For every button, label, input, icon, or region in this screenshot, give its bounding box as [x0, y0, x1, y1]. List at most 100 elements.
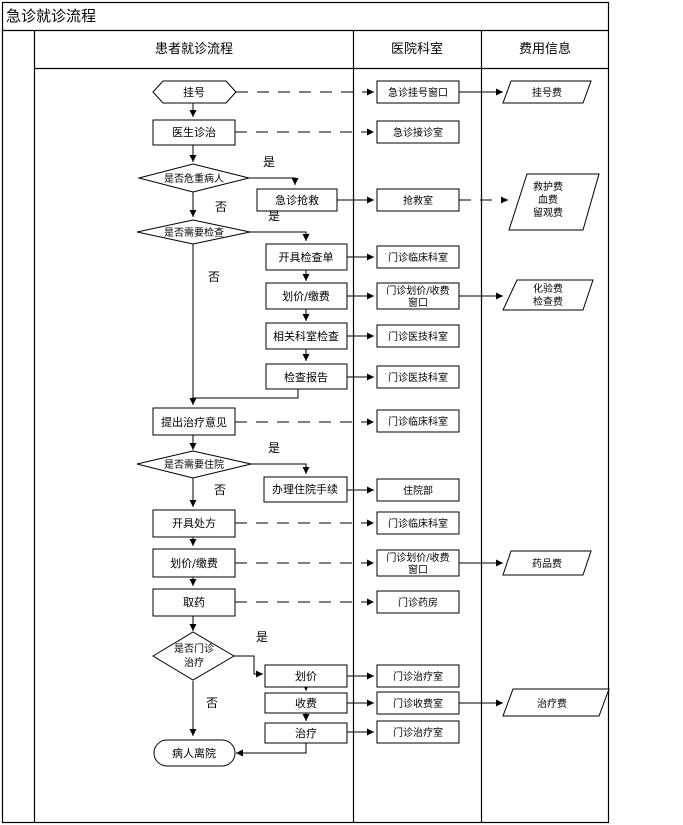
pickup-label: 取药: [183, 596, 205, 609]
dept-cashier1-line2: 窗口: [408, 296, 428, 309]
pricing2-node: [152, 548, 236, 578]
dept-treat-room2-label: 门诊治疗室: [393, 726, 443, 739]
dept-cashier2-line2: 窗口: [408, 563, 428, 576]
exam-order-label: 开具检查单: [279, 250, 334, 264]
dept-charge-room: [376, 691, 460, 715]
rescue-label: 急诊抢救: [275, 193, 319, 207]
fee-drug: [502, 550, 592, 576]
arrow-outpatient-yes: [234, 655, 263, 678]
dept-cashier1: [376, 282, 460, 310]
department-nodes: 急诊挂号窗口 急诊接诊室 抢救室 门诊临床科室 门诊划价/收费 窗口 门诊医技科…: [376, 80, 460, 744]
leave-node: [153, 739, 236, 767]
admission-node: [263, 476, 348, 503]
dept-clinic2: [376, 409, 460, 433]
dept-medtech2-label: 门诊医技科室: [388, 371, 448, 384]
yes-label-hosp: 是: [268, 441, 280, 455]
advice-node: [152, 407, 236, 436]
dept-clinic2-label: 门诊临床科室: [388, 415, 448, 428]
arrow-hosp-yes: [251, 463, 310, 474]
dept-exam-node: [265, 322, 348, 350]
decision-exam-label: 是否需要检查: [164, 226, 224, 239]
charge-node: [264, 692, 348, 714]
charge-label: 收费: [295, 696, 317, 710]
doctor-node: [152, 119, 236, 146]
pricing1-label: 划价/缴费: [282, 289, 330, 303]
decision-critical-label: 是否危重病人: [164, 172, 224, 185]
decision-outpatient-line2: 治疗: [184, 656, 204, 669]
dept-reg-window-label: 急诊挂号窗口: [388, 86, 448, 99]
rescue-node: [256, 188, 338, 212]
treat-node: [264, 722, 348, 744]
fee-rescue: [508, 173, 600, 231]
treat-label: 治疗: [295, 726, 317, 740]
pricing2-label: 划价/缴费: [170, 556, 218, 570]
fee-lab-line1: 化验费: [533, 282, 563, 295]
dept-inpatient-label: 住院部: [403, 484, 433, 497]
no-label-exam: 否: [208, 270, 220, 284]
no-label-hosp: 否: [214, 483, 226, 497]
price3-node: [264, 664, 348, 688]
prescription-label: 开具处方: [172, 516, 216, 530]
outer-frame: [1, 1, 610, 824]
decision-exam: [136, 219, 251, 245]
branch-labels: 是 否 是 否 是 否 是 否: [206, 155, 280, 710]
decision-outpatient-line1: 是否门诊: [174, 642, 214, 655]
dept-cashier1-line1: 门诊划价/收费: [386, 284, 449, 297]
fee-rescue-line3: 留观费: [533, 206, 563, 219]
header-patient-process: 患者就诊流程: [155, 42, 233, 57]
report-label: 检查报告: [284, 370, 328, 384]
exam-order-node: [265, 243, 348, 271]
dept-reg-window: [376, 80, 460, 104]
doctor-label: 医生诊治: [172, 125, 216, 139]
dept-cashier2-line1: 门诊划价/收费: [386, 551, 449, 564]
advice-label: 提出治疗意见: [161, 415, 227, 429]
fee-rescue-line1: 救护费: [533, 180, 563, 193]
decision-hosp-label: 是否需要住院: [164, 458, 224, 471]
report-node: [265, 363, 348, 390]
dept-clinic3-label: 门诊临床科室: [388, 517, 448, 530]
no-label-outpatient: 否: [206, 696, 218, 710]
dept-pharmacy-label: 门诊药房: [398, 596, 438, 609]
dept-exam-label: 相关科室检查: [273, 329, 339, 343]
yes-label-outpatient: 是: [256, 630, 268, 644]
fee-drug-label: 药品费: [532, 557, 562, 570]
decision-hosp: [136, 450, 252, 479]
fee-nodes: 挂号费 救护费 血费 留观费 化验费 检查费 药品费 治疗费: [502, 80, 610, 717]
fee-treat: [502, 688, 610, 717]
dept-reception: [376, 120, 460, 144]
fee-register-label: 挂号费: [532, 86, 562, 99]
arrow-exam-yes: [250, 231, 310, 241]
header-fee-info: 费用信息: [519, 41, 571, 57]
dept-medtech2: [376, 365, 460, 389]
dept-rescue-room: [376, 188, 460, 212]
admission-label: 办理住院手续: [272, 482, 338, 496]
pickup-node: [152, 588, 236, 617]
price3-label: 划价: [295, 670, 317, 683]
dept-clinic3: [376, 511, 460, 535]
dept-medtech1: [376, 324, 460, 348]
arrow-treat-leave: [236, 743, 307, 757]
yes-label-exam: 是: [268, 209, 280, 223]
dept-cashier2: [376, 549, 460, 577]
fee-rescue-line2: 血费: [538, 193, 558, 206]
fee-lab-line2: 检查费: [533, 295, 563, 308]
dept-pharmacy: [376, 590, 460, 614]
dept-clinic1-label: 门诊临床科室: [388, 251, 448, 264]
yes-label-critical: 是: [263, 155, 275, 169]
connectors: [189, 88, 508, 757]
process-nodes: 挂号 医生诊治 是否危重病人 急诊抢救 是否需要检查 开具检查单 划价/缴费 相…: [136, 80, 348, 767]
fee-register: [502, 80, 592, 104]
dept-reception-label: 急诊接诊室: [393, 126, 443, 139]
header-department: 医院科室: [391, 41, 443, 57]
dept-treat-room1: [376, 664, 460, 688]
register-node: [152, 80, 237, 104]
no-label-critical: 否: [215, 200, 227, 214]
dept-charge-room-label: 门诊收费室: [393, 697, 443, 710]
fee-lab: [502, 279, 594, 311]
dept-treat-room1-label: 门诊治疗室: [393, 670, 443, 683]
dept-rescue-room-label: 抢救室: [403, 194, 433, 207]
dept-treat-room2: [376, 720, 460, 744]
decision-critical: [137, 163, 250, 193]
pricing1-node: [265, 282, 348, 310]
